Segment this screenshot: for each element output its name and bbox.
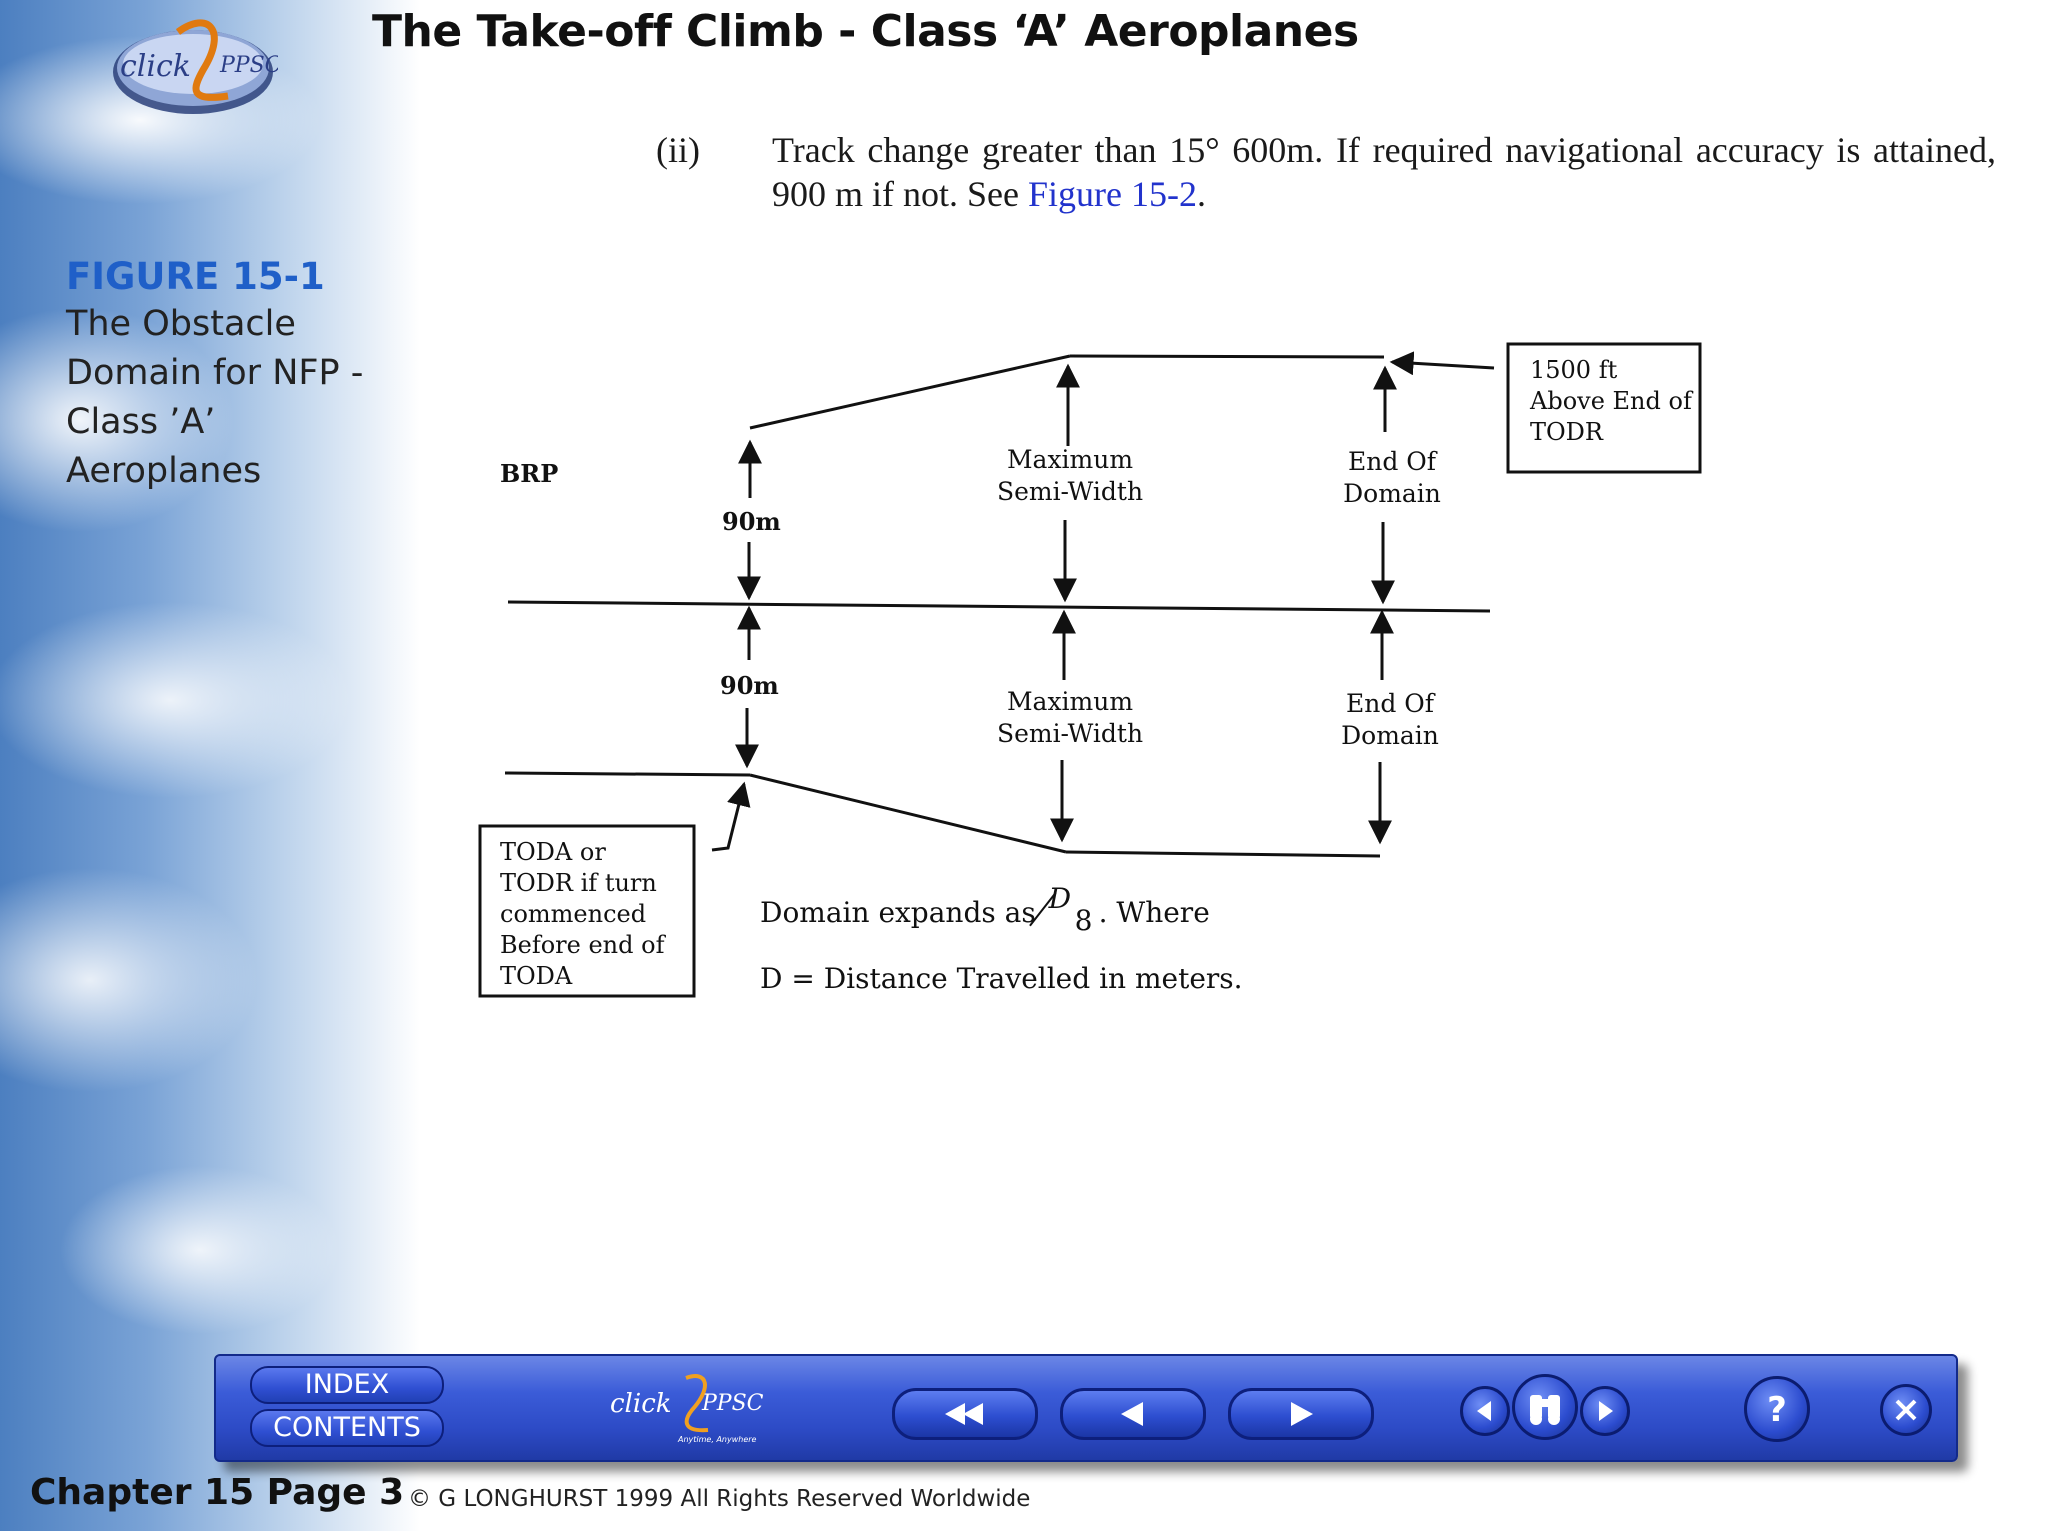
lower-maxwidth-label-1: Maximum bbox=[1007, 687, 1133, 716]
lower-boundary-end bbox=[1065, 850, 1381, 858]
svg-text:PPSC: PPSC bbox=[219, 53, 278, 78]
toda-box-line-3: commenced bbox=[500, 900, 646, 928]
index-button[interactable]: INDEX bbox=[250, 1366, 444, 1404]
search-forward-button[interactable] bbox=[1580, 1386, 1630, 1436]
lower-end-label-2: Domain bbox=[1341, 721, 1439, 750]
toda-box bbox=[478, 824, 696, 998]
lower-boundary-flat bbox=[504, 771, 751, 777]
todr-pointer-arrow bbox=[1389, 351, 1495, 376]
domain-note-line-2: D = Distance Travelled in meters. bbox=[760, 962, 1243, 995]
sky-background bbox=[0, 0, 420, 1531]
upper-boundary-flat bbox=[1069, 354, 1385, 359]
svg-text:?: ? bbox=[1767, 1390, 1787, 1430]
toda-box-line-1: TODA or bbox=[500, 838, 606, 866]
paragraph-tail: . bbox=[1196, 174, 1206, 214]
upper-maxwidth-label-2: Semi-Width bbox=[997, 477, 1143, 506]
previous-page-button[interactable] bbox=[1060, 1388, 1206, 1440]
page-title: The Take-off Climb - Class ‘A’ Aeroplane… bbox=[372, 6, 1359, 57]
ppsc-logo: click PPSC bbox=[113, 19, 278, 114]
next-page-button[interactable] bbox=[1228, 1388, 1374, 1440]
toda-box-line-4: Before end of bbox=[500, 931, 667, 959]
help-button[interactable]: ? bbox=[1744, 1376, 1810, 1442]
rewind-icon bbox=[945, 1403, 983, 1425]
upper-90m-label: 90m bbox=[722, 507, 781, 536]
binoculars-icon bbox=[1530, 1395, 1560, 1425]
paragraph-number: (ii) bbox=[656, 130, 700, 170]
lower-maxwidth-label-2: Semi-Width bbox=[997, 719, 1143, 748]
close-button[interactable] bbox=[1880, 1384, 1932, 1436]
centreline bbox=[507, 600, 1491, 613]
figure-15-2-link[interactable]: Figure 15-2 bbox=[1027, 174, 1197, 214]
note-where: . Where bbox=[1098, 896, 1210, 929]
svg-text:Anytime, Anywhere: Anytime, Anywhere bbox=[677, 1435, 757, 1444]
note-text: Domain expands as bbox=[760, 896, 1036, 929]
svg-text:click: click bbox=[120, 49, 191, 84]
toda-pointer-arrow bbox=[711, 781, 751, 852]
fraction-numerator: D bbox=[1048, 882, 1072, 915]
copyright-text: © G LONGHURST 1999 All Rights Reserved W… bbox=[408, 1486, 1031, 1512]
close-icon bbox=[1895, 1399, 1917, 1421]
todr-box bbox=[1506, 342, 1702, 474]
paragraph-body: Track change greater than 15° 600m. If r… bbox=[772, 130, 1996, 214]
search-button[interactable] bbox=[1512, 1374, 1578, 1440]
upper-end-label-1: End Of bbox=[1348, 447, 1438, 476]
toolbar-ppsc-logo: click PPSC Anytime, Anywhere bbox=[610, 1374, 764, 1444]
chapter-page-label: Chapter 15 Page 3 bbox=[30, 1472, 405, 1513]
brp-label: BRP bbox=[500, 459, 558, 488]
figure-caption: FIGURE 15-1 The Obstacle Domain for NFP … bbox=[66, 255, 386, 496]
question-mark-icon: ? bbox=[1767, 1390, 1787, 1430]
todr-box-line-3: TODR bbox=[1530, 418, 1604, 446]
chevron-right-icon bbox=[1599, 1401, 1613, 1421]
navigation-toolbar: INDEX CONTENTS click PPSC Anytime, Anywh… bbox=[214, 1354, 1958, 1462]
svg-text:PPSC: PPSC bbox=[701, 1391, 764, 1416]
toda-box-line-5: TODA bbox=[500, 962, 573, 990]
paragraph-text: Track change greater than 15° 600m. If r… bbox=[772, 128, 1996, 216]
chevron-left-icon bbox=[1477, 1401, 1491, 1421]
upper-end-label-2: Domain bbox=[1343, 479, 1441, 508]
triangle-left-icon bbox=[1121, 1402, 1143, 1426]
contents-button[interactable]: CONTENTS bbox=[250, 1409, 444, 1447]
figure-number: FIGURE 15-1 bbox=[66, 255, 325, 298]
lower-90m-label: 90m bbox=[720, 671, 779, 700]
todr-box-line-1: 1500 ft bbox=[1530, 356, 1618, 384]
first-page-button[interactable] bbox=[892, 1388, 1038, 1440]
todr-box-line-2: Above End of bbox=[1529, 387, 1694, 415]
lower-boundary-slope bbox=[749, 773, 1067, 854]
upper-maxwidth-label-1: Maximum bbox=[1007, 445, 1133, 474]
search-back-button[interactable] bbox=[1460, 1386, 1510, 1436]
svg-text:click: click bbox=[610, 1389, 672, 1419]
figure-description: The Obstacle Domain for NFP - Class ’A’ … bbox=[66, 304, 364, 491]
triangle-right-icon bbox=[1291, 1402, 1313, 1426]
d-over-8-fraction: D 8 bbox=[1028, 882, 1099, 937]
lower-end-label-1: End Of bbox=[1346, 689, 1436, 718]
fraction-denominator: 8 bbox=[1074, 904, 1093, 937]
upper-boundary-slope bbox=[749, 354, 1071, 430]
toda-box-line-2: TODR if turn bbox=[500, 869, 657, 897]
domain-note-line-1: Domain expands as D 8 . Where bbox=[760, 882, 1210, 937]
